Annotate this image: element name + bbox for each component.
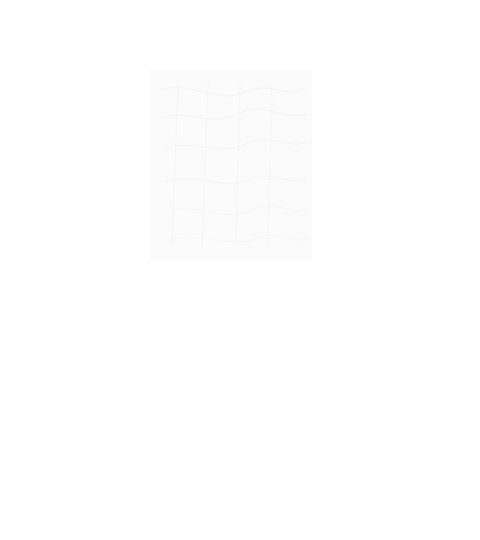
faded-thumbnail [150, 70, 312, 260]
faded-image-icon [150, 70, 312, 260]
